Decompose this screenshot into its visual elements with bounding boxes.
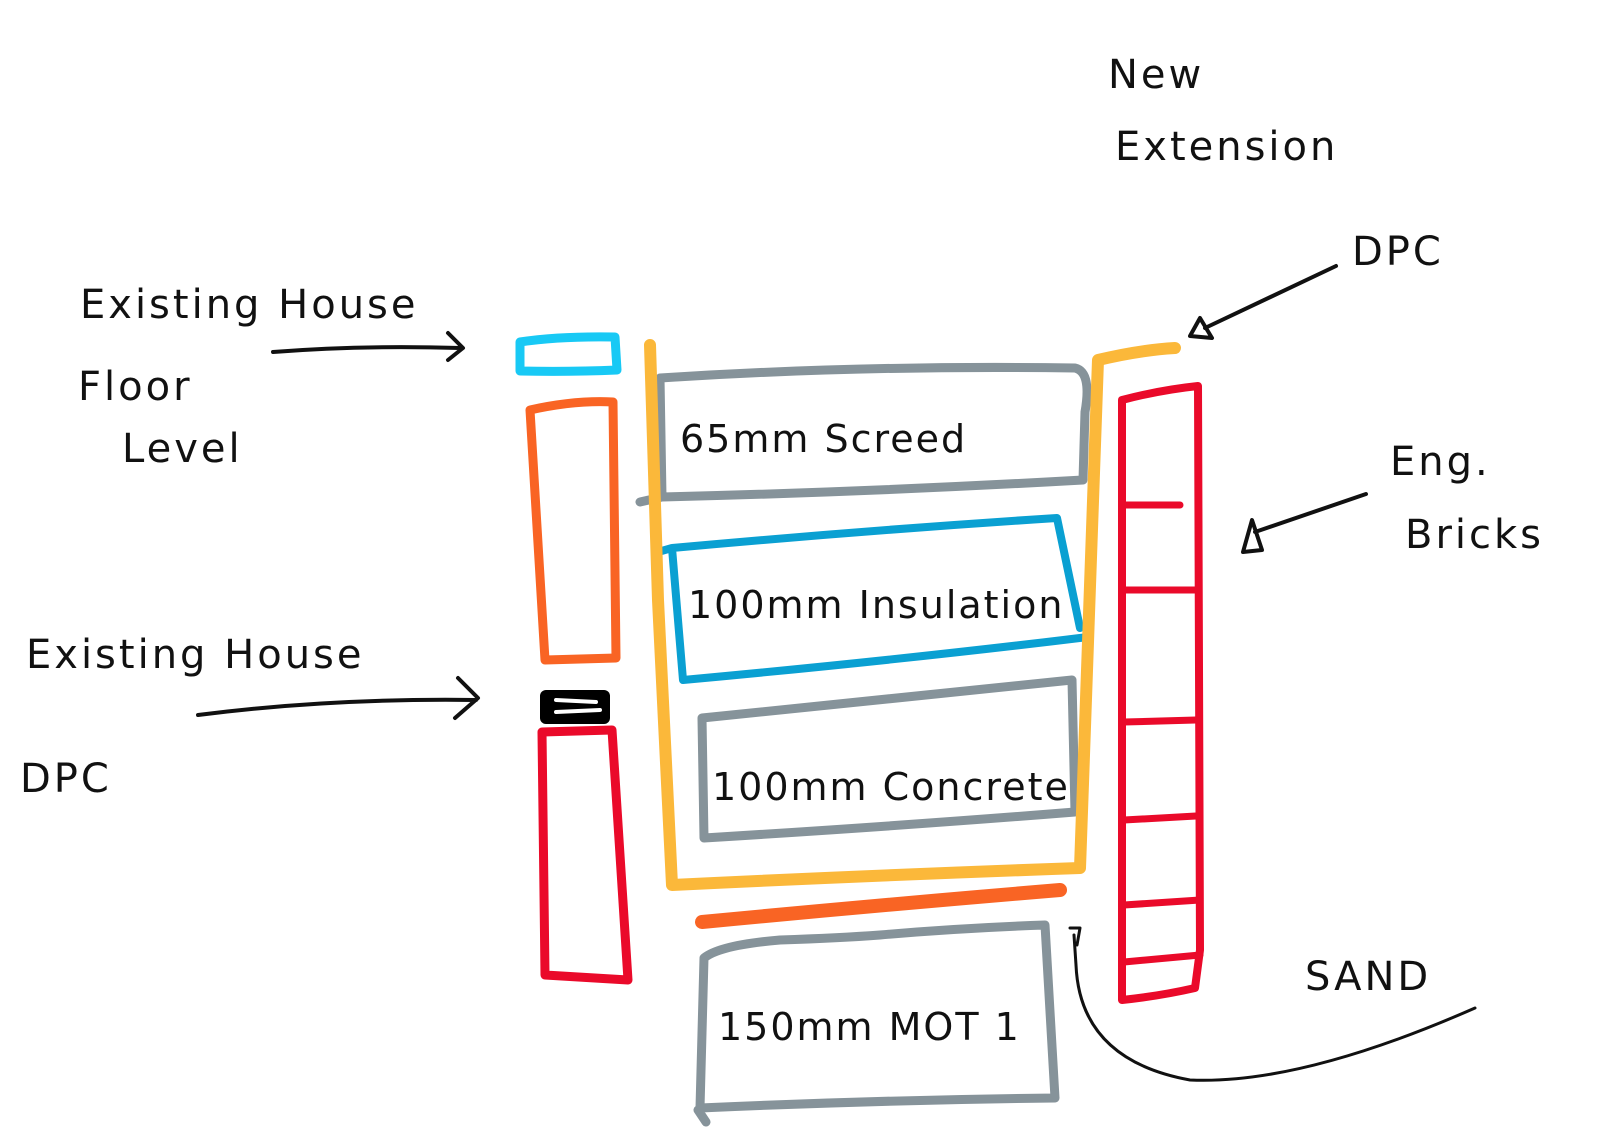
sand-label: SAND: [1305, 954, 1431, 1000]
eng-bricks-label-line2: Bricks: [1405, 512, 1544, 558]
sand-leader-line: [1068, 926, 1477, 1082]
existing-wall-lower: [537, 725, 633, 985]
new-extension-label-line1: New: [1108, 52, 1204, 98]
existing-floor-level-block: [515, 332, 622, 376]
sand-blinding-layer: [695, 883, 1067, 929]
eng-bricks-label-line1: Eng.: [1390, 439, 1491, 485]
dpm-membrane: [644, 339, 1181, 891]
eng-bricks-arrow: [1241, 492, 1368, 554]
existing-floor-arrow: [271, 331, 465, 362]
existing-dpc-label-line2: DPC: [20, 756, 112, 802]
existing-floor-label-line3: Level: [122, 426, 243, 472]
existing-dpc-scribble: [554, 698, 602, 714]
screed-layer-label: 65mm Screed: [680, 417, 967, 461]
new-extension-label-line2: Extension: [1115, 124, 1338, 170]
existing-dpc-block: [540, 690, 610, 724]
existing-floor-label-line2: Floor: [78, 364, 193, 410]
existing-floor-label-line1: Existing House: [80, 282, 419, 328]
dpc-arrow: [1188, 264, 1338, 340]
concrete-layer-label: 100mm Concrete: [712, 765, 1070, 809]
existing-wall-upper: [525, 397, 621, 665]
concrete-layer-outline: [697, 675, 1080, 843]
existing-dpc-arrow: [196, 676, 480, 720]
mot-layer-label: 150mm MOT 1: [718, 1005, 1021, 1049]
engineering-bricks-wall: [1118, 382, 1204, 1004]
mot-layer-outline: [693, 920, 1060, 1127]
insulation-layer-label: 100mm Insulation: [688, 583, 1064, 627]
existing-dpc-label-line1: Existing House: [26, 632, 365, 678]
dpc-label: DPC: [1352, 229, 1444, 275]
